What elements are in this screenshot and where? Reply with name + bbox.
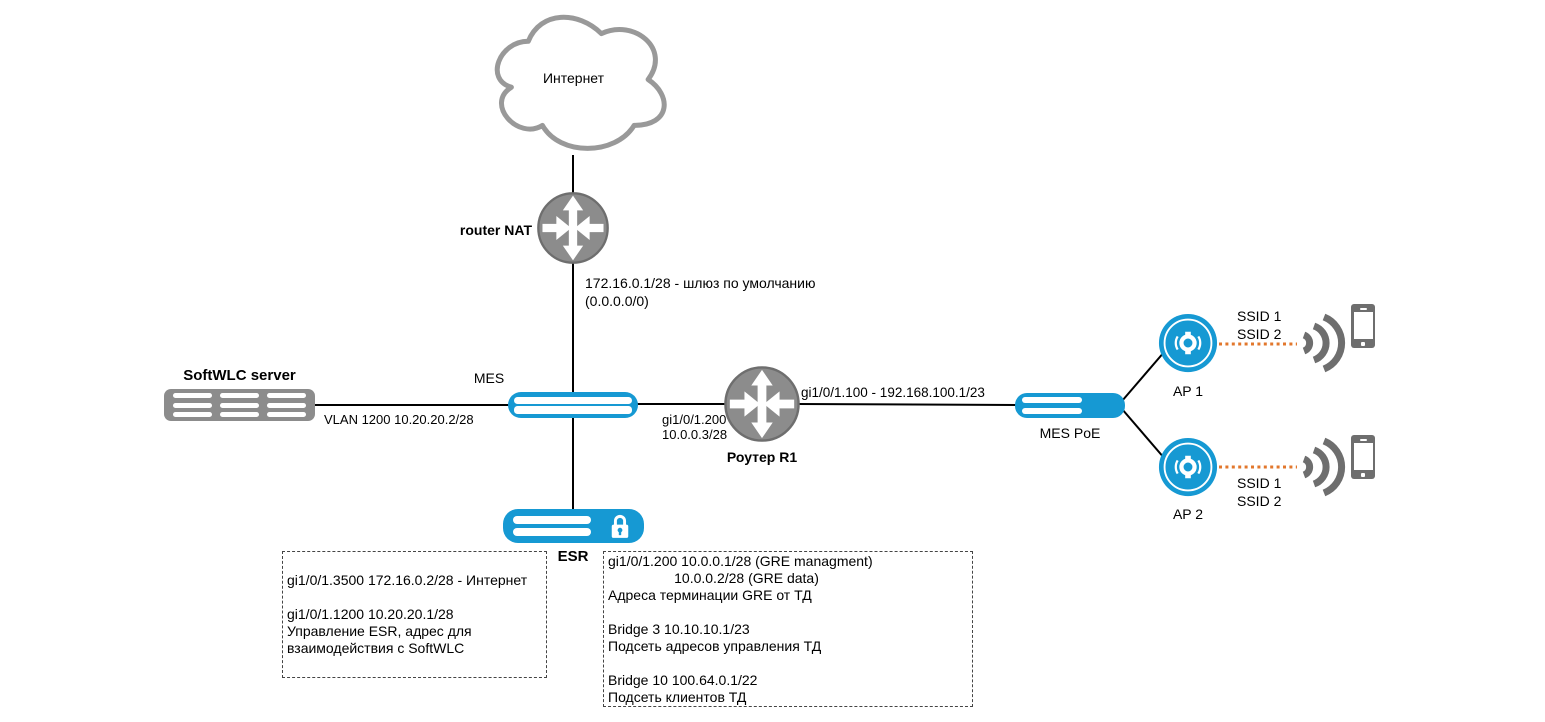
gateway-note-line1: 172.16.0.1/28 - шлюз по умолчанию [585, 275, 816, 291]
ap1-ssid-labels: SSID 1 SSID 2 [1237, 307, 1281, 343]
esr-icon [503, 509, 644, 543]
ap1-ssid2-label: SSID 2 [1237, 326, 1282, 342]
lock-icon [611, 514, 629, 538]
ap1-client-phone-icon [1351, 304, 1375, 348]
gateway-note: 172.16.0.1/28 - шлюз по умолчанию (0.0.0… [585, 274, 815, 310]
router-nat-icon [537, 192, 609, 264]
vlan-link-label: VLAN 1200 10.20.20.2/28 [324, 412, 474, 427]
ap2-icon [1158, 437, 1218, 497]
router-nat-label: router NAT [459, 222, 532, 238]
internet-cloud-icon [494, 14, 667, 151]
mes-r1-link-label: gi1/0/1.200 10.0.0.3/28 [662, 412, 727, 442]
ap1-label: AP 1 [1172, 383, 1204, 399]
mes-label: MES [473, 370, 505, 386]
note-line: 10.0.0.2/28 (GRE data) [608, 569, 819, 586]
ap2-wifi-signal-icon [1302, 437, 1346, 497]
server-slot-column [220, 393, 259, 417]
note-line: gi1/0/1.3500 172.16.0.2/28 - Интернет [287, 572, 528, 588]
mes-poe-switch-icon [1015, 393, 1125, 418]
note-line: Адреса терминации GRE от ТД [608, 586, 812, 603]
gre-config-note: gi1/0/1.200 10.0.0.1/28 (GRE managment) … [603, 551, 973, 707]
softwlc-server-icon [164, 389, 315, 421]
note-line [287, 589, 542, 606]
gateway-note-line2: (0.0.0.0/0) [585, 293, 649, 309]
internet-label: Интернет [542, 70, 605, 86]
router-r1-label: Роутер R1 [726, 449, 798, 465]
ap2-ssid2-label: SSID 2 [1237, 493, 1282, 509]
router-r1-icon [724, 366, 800, 442]
ap2-client-phone-icon [1351, 435, 1375, 479]
server-slot-column [267, 393, 306, 417]
note-line [608, 604, 968, 621]
ap1-icon [1158, 313, 1218, 373]
note-line: Подсеть адресов управления ТД [608, 637, 822, 654]
note-line: взаимодействия с SoftWLC [287, 640, 465, 656]
esr-label: ESR [557, 548, 589, 565]
server-slot-column [173, 393, 212, 417]
ap1-wifi-signal-icon [1302, 313, 1346, 373]
wire-r1-mespoe [796, 403, 1019, 406]
note-line: gi1/0/1.1200 10.20.20.1/28 [287, 606, 454, 622]
ap1-ssid1-label: SSID 1 [1237, 308, 1282, 324]
mes-switch-icon [508, 392, 638, 418]
note-line: gi1/0/1.200 10.0.0.1/28 (GRE managment) [608, 552, 873, 569]
softwlc-server-label: SoftWLC server [183, 367, 296, 384]
note-line: Подсеть клиентов ТД [608, 688, 747, 705]
mes-poe-label: MES PoE [1039, 425, 1101, 441]
mes-r1-link-line2: 10.0.0.3/28 [662, 427, 728, 442]
mes-r1-link-line1: gi1/0/1.200 [662, 412, 727, 427]
note-line: Bridge 3 10.10.10.1/23 [608, 620, 750, 637]
note-line [608, 655, 968, 672]
ap2-ssid1-label: SSID 1 [1237, 475, 1282, 491]
ap2-label: AP 2 [1172, 506, 1204, 522]
wire-mespoe-ap1 [1121, 350, 1166, 402]
wire-mespoe-ap2 [1121, 408, 1166, 460]
note-line: Bridge 10 100.64.0.1/22 [608, 671, 758, 688]
note-line: Управление ESR, адрес для [287, 623, 472, 639]
esr-config-note: gi1/0/1.3500 172.16.0.2/28 - Интернет gi… [282, 551, 547, 678]
r1-mespoe-link-label: gi1/0/1.100 - 192.168.100.1/23 [801, 385, 985, 400]
ap2-ssid-labels: SSID 1 SSID 2 [1237, 474, 1281, 510]
